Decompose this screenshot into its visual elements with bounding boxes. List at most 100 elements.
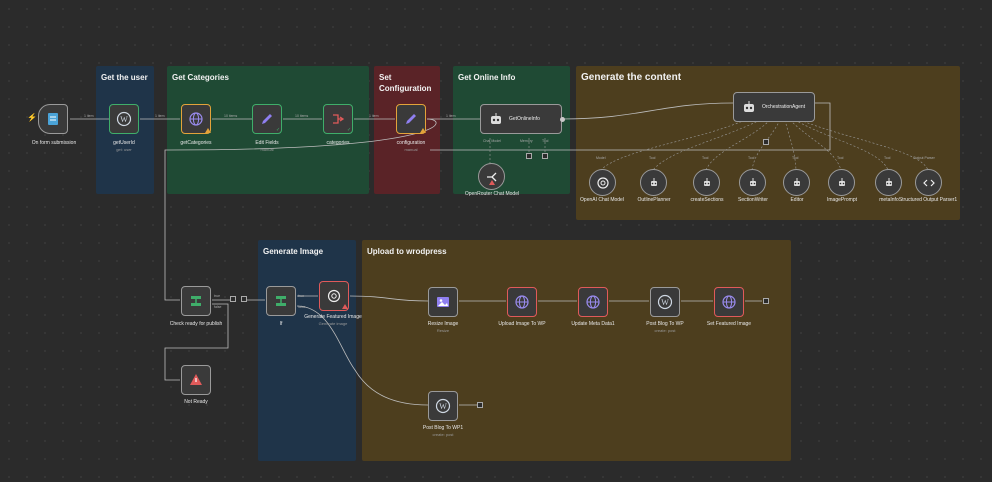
node-label: Post Blog To WP <box>646 321 684 327</box>
not-ready-node[interactable] <box>181 365 211 395</box>
edge-label: true <box>298 294 305 298</box>
edge-label: false <box>214 305 222 309</box>
node-sublabel: Resize <box>436 328 450 333</box>
image-prompt-node[interactable] <box>828 169 855 196</box>
node-label: SectionWriter <box>738 197 768 203</box>
openrouter-icon <box>486 172 496 181</box>
edge-label: Memory <box>520 139 533 143</box>
globe-icon <box>722 295 736 309</box>
node-sublabel: Generate image <box>318 321 348 326</box>
image-icon <box>437 297 449 307</box>
node-label: On form submission <box>31 140 77 146</box>
globe-icon <box>515 295 529 309</box>
openai-icon <box>327 289 341 303</box>
edit-fields-node[interactable] <box>252 104 282 134</box>
section-writer-node[interactable] <box>739 169 766 196</box>
upload-image-node[interactable] <box>507 287 537 317</box>
openrouter-node[interactable] <box>478 163 505 190</box>
set-featured-image-node[interactable] <box>714 287 744 317</box>
post-blog-node[interactable]: W <box>650 287 680 317</box>
edge-label: 1 item <box>446 114 456 118</box>
meta-info-node[interactable] <box>875 169 902 196</box>
getcategories-node[interactable] <box>181 104 211 134</box>
edge-label: Tool <box>702 156 709 160</box>
section-title: Generate Image <box>263 247 324 256</box>
section-title: Get Categories <box>172 73 229 82</box>
globe-icon <box>189 112 203 126</box>
add-memory-button[interactable] <box>526 153 532 159</box>
tool-icon <box>749 177 756 186</box>
add-memory-button[interactable] <box>763 139 769 145</box>
if-node[interactable] <box>266 286 296 316</box>
section-title: Upload to wrodpress <box>367 247 447 256</box>
node-label: Resize Image <box>427 321 459 327</box>
node-sublabel: manual <box>260 147 274 152</box>
tool-icon <box>885 177 892 186</box>
check-icon: ✓ <box>347 127 352 133</box>
edge-label: Tool <box>792 156 799 160</box>
node-label: configuration <box>396 140 426 146</box>
warning-icon <box>342 304 348 309</box>
resize-image-node[interactable] <box>428 287 458 317</box>
check-ready-node[interactable] <box>181 286 211 316</box>
node-label: Not Ready <box>184 399 208 405</box>
add-node-button[interactable] <box>230 296 236 302</box>
stop-icon <box>190 374 202 385</box>
openai-icon <box>596 176 609 189</box>
node-label: categories <box>326 140 350 146</box>
node-label: getCategories <box>180 140 212 146</box>
node-label: If <box>279 321 283 327</box>
edge-label: Output Parser <box>913 156 935 160</box>
output-port[interactable] <box>560 117 565 122</box>
editor-node[interactable] <box>783 169 810 196</box>
edge-label: Tool <box>837 156 844 160</box>
check-icon: ✓ <box>276 127 281 133</box>
node-label: OrchestrationAgent <box>762 104 806 110</box>
post-blog-1-node[interactable]: W <box>428 391 458 421</box>
structured-output-parser-node[interactable] <box>915 169 942 196</box>
create-sections-node[interactable] <box>693 169 720 196</box>
orchestration-agent-node[interactable]: OrchestrationAgent <box>733 92 815 122</box>
edge-label: Tool <box>884 156 891 160</box>
node-label: Structured Output Parser1 <box>898 197 958 203</box>
form-trigger-node[interactable] <box>38 104 68 134</box>
node-label: createSections <box>690 197 724 203</box>
section-title: Get Online Info <box>458 73 516 82</box>
delete-node-button[interactable] <box>241 296 247 302</box>
edge-label: Tool <box>542 139 549 143</box>
edge-label: Tool <box>748 156 755 160</box>
edge-label: 10 items <box>295 114 309 118</box>
svg-text:W: W <box>661 298 669 307</box>
pencil-icon <box>262 114 272 124</box>
add-node-button[interactable] <box>763 298 769 304</box>
svg-text:W: W <box>439 402 447 411</box>
if-icon <box>191 296 201 306</box>
openai-model-node[interactable] <box>589 169 616 196</box>
outline-planner-node[interactable] <box>640 169 667 196</box>
node-label: Update Meta Data1 <box>571 321 615 327</box>
warning-icon <box>489 180 495 185</box>
tool-icon <box>838 177 845 186</box>
section-title: Set Configuration <box>379 73 432 93</box>
code-icon <box>922 179 935 186</box>
node-sublabel: create: post <box>432 432 454 437</box>
svg-text:W: W <box>120 115 128 124</box>
edge-label: 1 item <box>369 114 379 118</box>
edge-label: Model <box>596 156 606 160</box>
add-node-button[interactable] <box>477 402 483 408</box>
getuserid-node[interactable]: W <box>109 104 139 134</box>
update-meta-node[interactable] <box>578 287 608 317</box>
tool-icon <box>793 177 800 186</box>
section-generate-image[interactable]: Generate Image <box>258 240 356 461</box>
categories-node[interactable] <box>323 104 353 134</box>
add-tool-button[interactable] <box>542 153 548 159</box>
section-upload-wordpress[interactable]: Upload to wrodpress <box>362 240 791 461</box>
edge-label: 1 item <box>155 114 165 118</box>
getonlineinfo-node[interactable]: GetOnlineInfo <box>480 104 562 134</box>
wordpress-icon: W <box>435 398 451 414</box>
edge-label: Chat Model <box>483 139 501 143</box>
node-label: GetOnlineInfo <box>509 116 540 122</box>
form-icon <box>48 113 58 125</box>
